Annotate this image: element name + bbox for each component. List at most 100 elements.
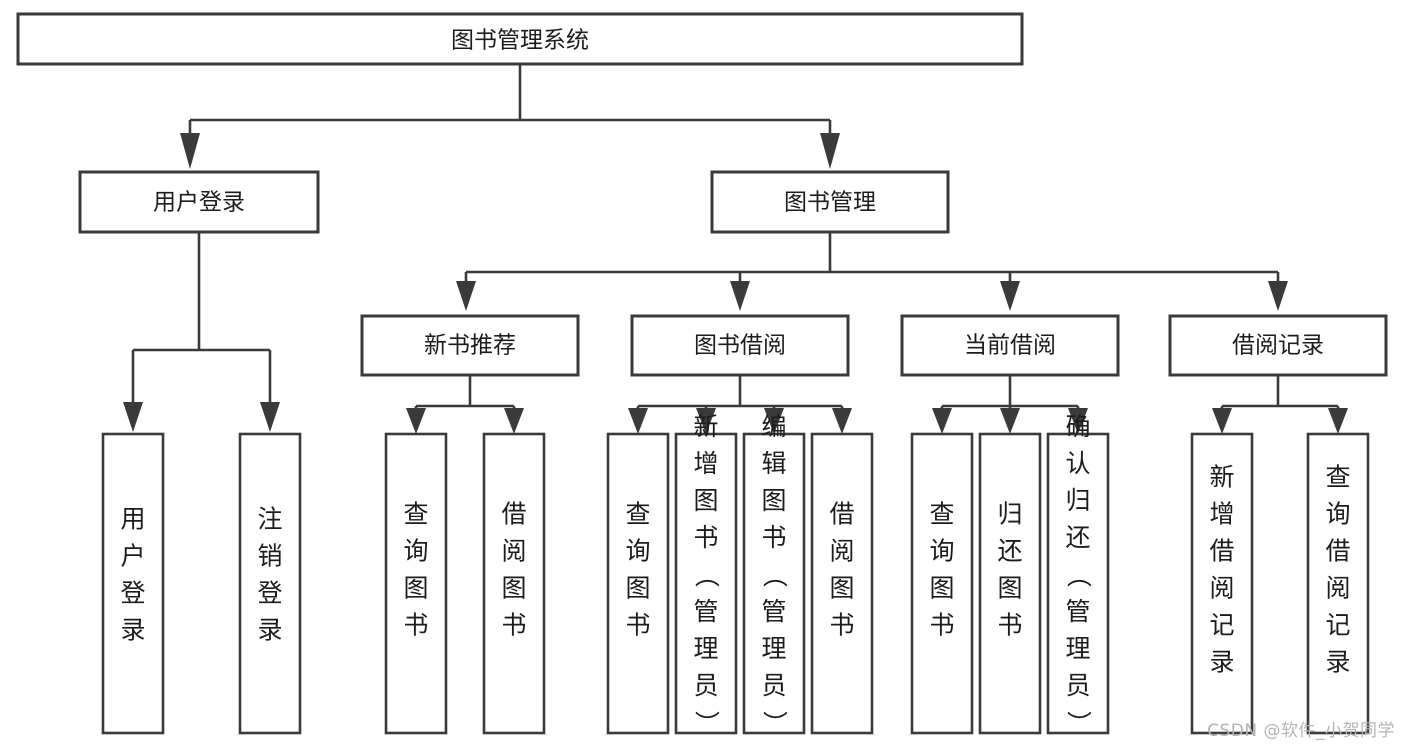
arrowhead-bookmgmt-to-book-borrow (730, 281, 750, 311)
node-borrow-record-box[interactable] (1168, 314, 1388, 377)
node-book-management-box[interactable] (710, 170, 950, 234)
vertical-label-char: 查 (625, 500, 650, 529)
vertical-label-char: 记 (1325, 611, 1350, 640)
leaf-book-borrow-2-box[interactable] (674, 432, 738, 735)
vertical-label-char: 管 (761, 597, 786, 626)
arrowhead-bookmgmt-to-borrow-record (1268, 281, 1288, 311)
arrowhead-currentborrow-to-leaf3 (1068, 408, 1088, 434)
node-current-borrow[interactable]: 当前借阅 (900, 314, 1120, 377)
vertical-label-char: （ (1064, 562, 1093, 587)
leaf-current-borrow-2-box[interactable] (978, 432, 1042, 735)
vertical-label-char: 书 (761, 523, 786, 552)
vertical-label-char: 书 (403, 611, 428, 640)
vertical-label-char: 登 (120, 579, 145, 608)
vertical-label-char: 编 (761, 412, 786, 441)
arrowhead-newbook-to-leaf2 (504, 408, 524, 434)
leaf-user-login-1[interactable]: 用户登录 (101, 432, 165, 735)
leaf-new-book-2-box[interactable] (482, 432, 546, 735)
node-current-borrow-box[interactable] (900, 314, 1120, 377)
leaf-user-login-2-box[interactable] (238, 432, 302, 735)
vertical-label-char: 新 (1209, 463, 1234, 492)
arrowhead-root-to-user-login (180, 133, 200, 169)
leaf-borrow-record-1-box[interactable] (1190, 432, 1254, 735)
node-root-box[interactable] (16, 12, 1024, 66)
node-book-borrow-label: 图书借阅 (694, 333, 786, 359)
vertical-label-char: 增 (1209, 500, 1234, 529)
vertical-label-char: 查 (403, 500, 428, 529)
node-book-borrow-box[interactable] (630, 314, 850, 377)
vertical-label-char: 询 (625, 537, 650, 566)
arrowhead-bookborrow-to-leaf4 (832, 408, 852, 434)
vertical-label-char: 借 (1209, 537, 1234, 566)
vertical-label-char: 登 (257, 579, 282, 608)
arrowhead-root-to-book-mgmt (820, 133, 840, 169)
arrowhead-bookborrow-to-leaf2 (696, 408, 716, 434)
node-borrow-record[interactable]: 借阅记录 (1168, 314, 1388, 377)
csdn-watermark: CSDN @软件_小贺同学 (1207, 721, 1395, 741)
vertical-label-char: 认 (1065, 449, 1090, 478)
vertical-label-char: 图 (403, 574, 428, 603)
leaf-current-borrow-3-box[interactable] (1046, 432, 1110, 735)
vertical-label-char: 理 (1065, 634, 1090, 663)
node-new-book-recommend-label: 新书推荐 (424, 333, 516, 359)
node-user-login[interactable]: 用户登录 (78, 170, 320, 234)
vertical-label-char: 用 (120, 505, 145, 534)
vertical-label-char: 员 (1065, 671, 1090, 700)
arrowhead-borrowrecord-to-leaf2 (1328, 408, 1348, 434)
vertical-label-char: 阅 (1209, 574, 1234, 603)
vertical-label-char: 书 (829, 611, 854, 640)
node-new-book-recommend-box[interactable] (360, 314, 580, 377)
node-user-login-box[interactable] (78, 170, 320, 234)
vertical-label-char: ） (692, 710, 721, 735)
arrowhead-bookborrow-to-leaf3 (764, 408, 784, 434)
leaf-book-borrow-4-box[interactable] (810, 432, 874, 735)
vertical-label-char: 录 (1325, 648, 1350, 677)
vertical-label-char: 归 (1065, 486, 1090, 515)
node-new-book-recommend[interactable]: 新书推荐 (360, 314, 580, 377)
leaf-borrow-record-2-box[interactable] (1306, 432, 1370, 735)
node-book-management[interactable]: 图书管理 (710, 170, 950, 234)
node-book-borrow[interactable]: 图书借阅 (630, 314, 850, 377)
vertical-label-char: 理 (761, 634, 786, 663)
arrowhead-currentborrow-to-leaf2 (1000, 408, 1020, 434)
vertical-label-char: 录 (257, 616, 282, 645)
vertical-label-char: 询 (929, 537, 954, 566)
vertical-label-char: 借 (501, 500, 526, 529)
leaf-book-borrow-1-box[interactable] (606, 432, 670, 735)
leaf-current-borrow-1-box[interactable] (910, 432, 974, 735)
node-user-login-label: 用户登录 (153, 190, 245, 216)
vertical-label-char: 记 (1209, 611, 1234, 640)
vertical-label-char: 借 (1325, 537, 1350, 566)
vertical-label-char: 图 (625, 574, 650, 603)
vertical-label-char: 图 (997, 574, 1022, 603)
node-root[interactable]: 图书管理系统 (16, 12, 1024, 66)
vertical-label-char: 员 (761, 671, 786, 700)
vertical-label-char: 书 (625, 611, 650, 640)
leaf-user-login-1-box[interactable] (101, 432, 165, 735)
vertical-label-char: 图 (501, 574, 526, 603)
leaf-book-borrow-3-box[interactable] (742, 432, 806, 735)
vertical-label-char: 注 (257, 505, 282, 534)
leaf-new-book-1-box[interactable] (384, 432, 448, 735)
arrowhead-userlogin-to-leaf2 (260, 402, 280, 432)
